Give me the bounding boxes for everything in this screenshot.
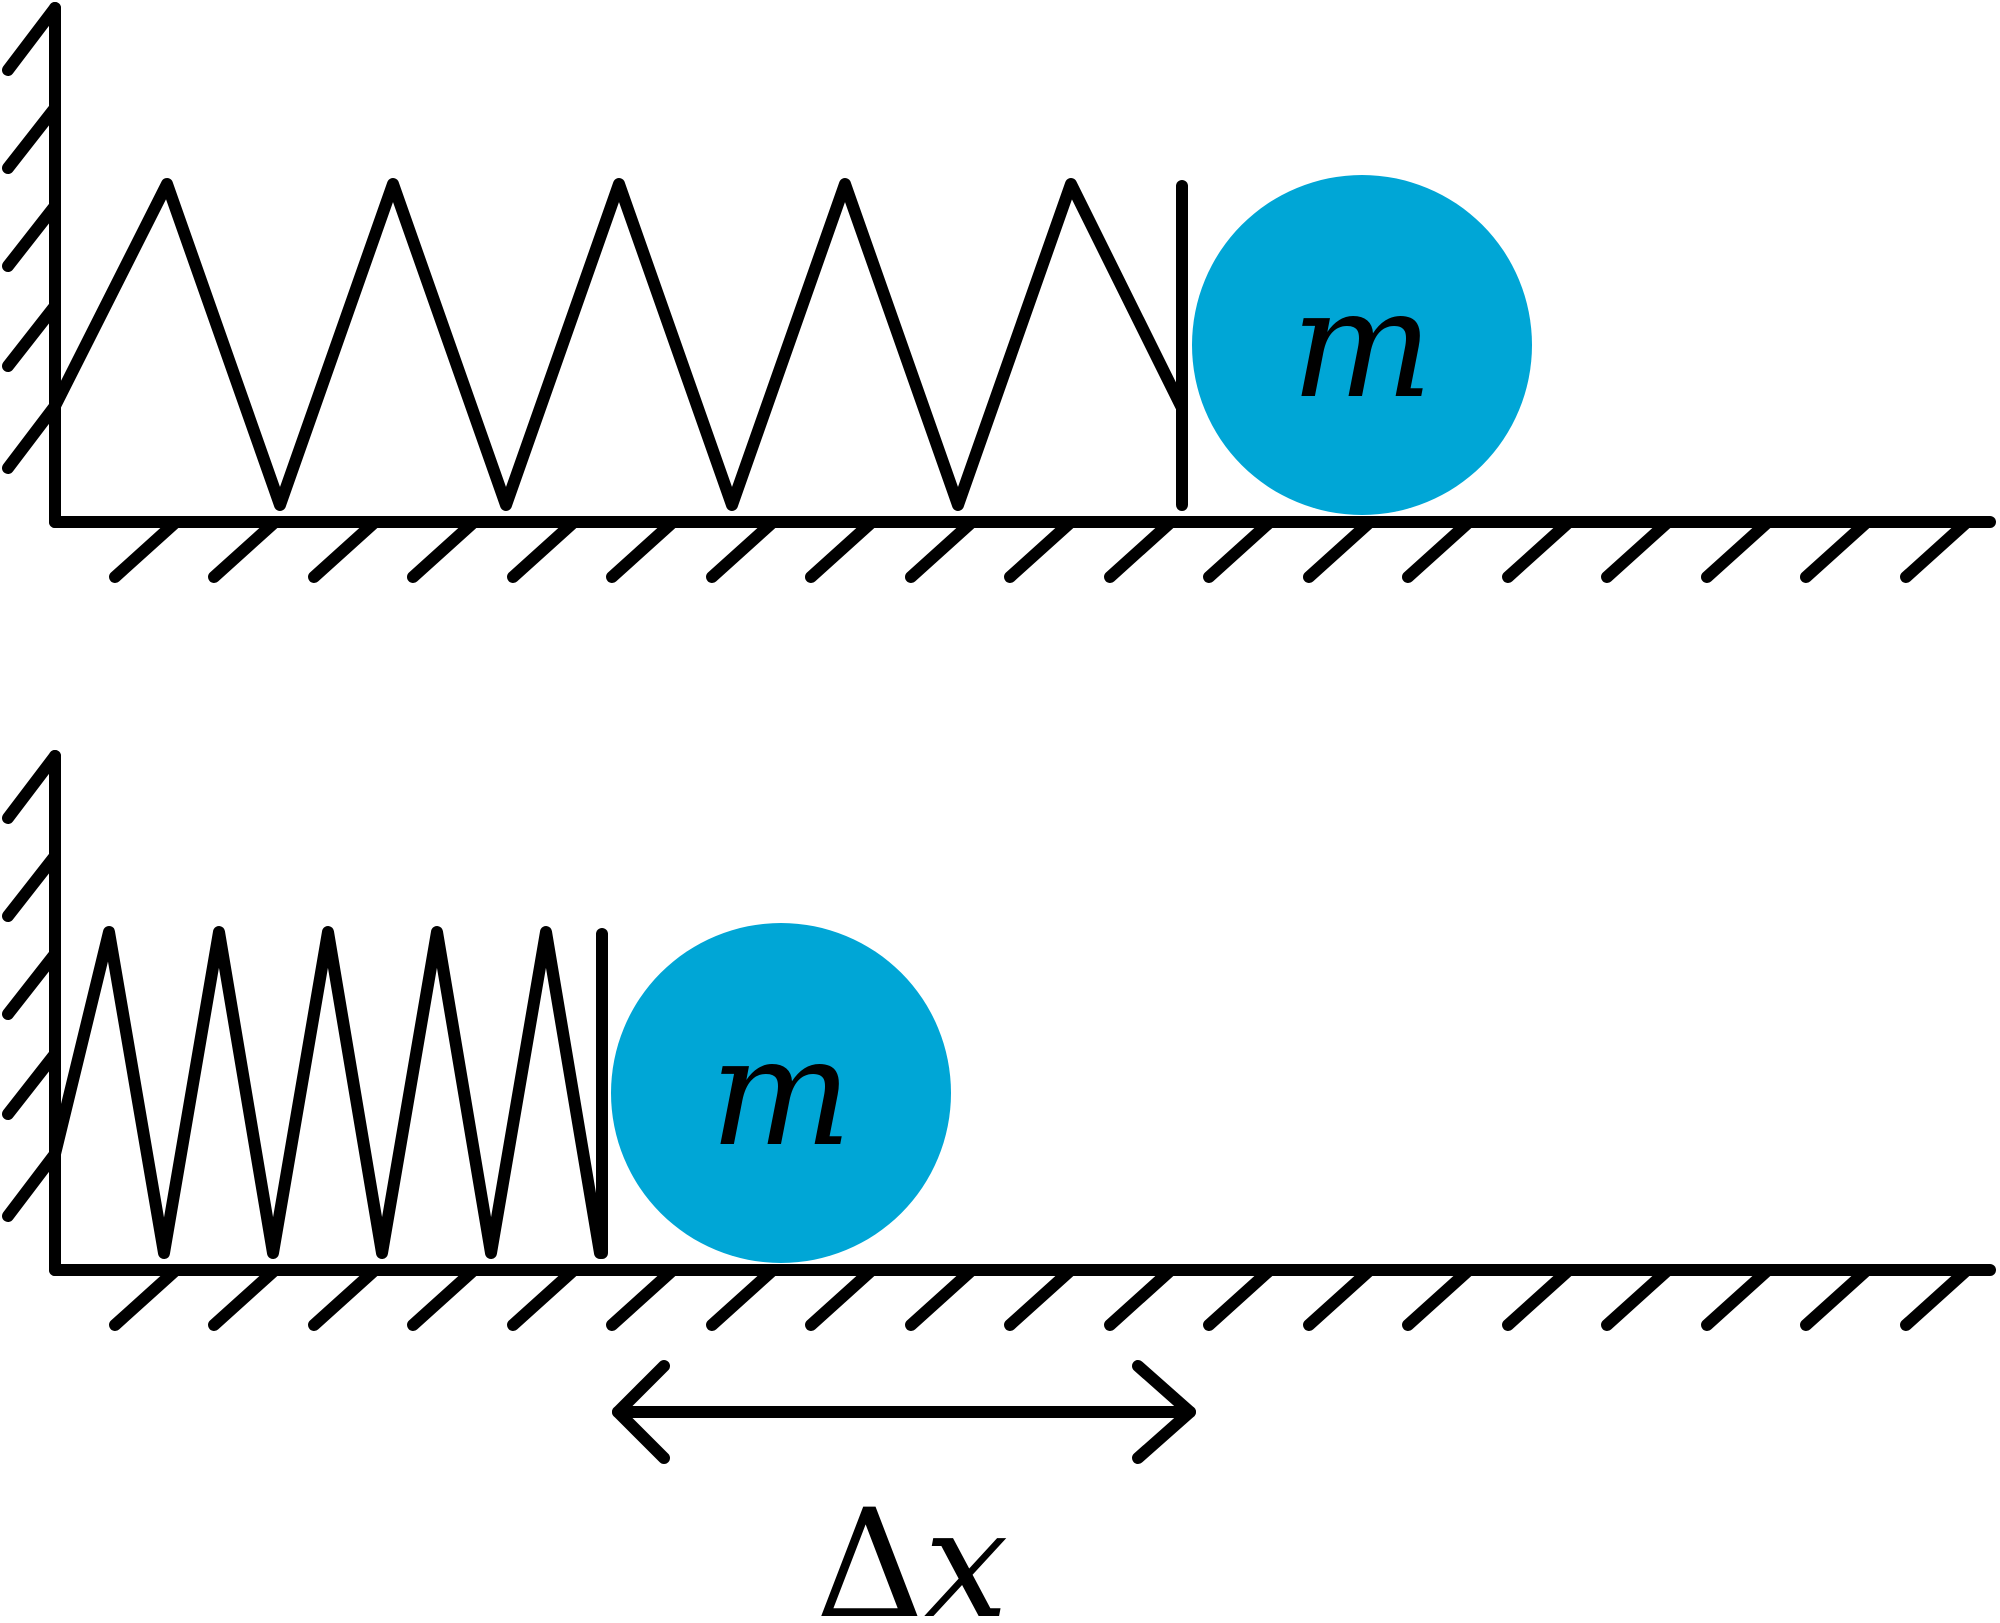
delta-symbol: Δ — [816, 1478, 924, 1623]
bottom-wall-hatch — [2, 750, 61, 1222]
top-mass: m — [1192, 175, 1532, 515]
bottom-mass-label: m — [710, 1006, 852, 1180]
arrow-head-left — [612, 1360, 670, 1464]
top-mass-label: m — [1291, 258, 1433, 432]
bottom-floor-hatch — [109, 1264, 1973, 1331]
bottom-spring — [49, 926, 606, 1259]
bottom-mass: m — [611, 923, 951, 1263]
arrow-head-right — [1132, 1360, 1196, 1464]
top-wall-hatch — [2, 2, 61, 474]
bottom-floor — [49, 1264, 1996, 1331]
top-wall — [2, 2, 61, 528]
bottom-mass-circle — [611, 923, 951, 1263]
bottom-system: m — [2, 750, 1996, 1331]
bottom-wall — [2, 750, 61, 1276]
top-spring — [49, 178, 1187, 511]
top-system: m — [2, 2, 1996, 583]
displacement-variable: x — [924, 1478, 1009, 1623]
top-floor — [49, 516, 1996, 583]
top-floor-hatch — [109, 516, 1973, 583]
displacement-label: Δx — [816, 1478, 1009, 1623]
double-arrow-icon — [612, 1360, 1196, 1464]
top-mass-circle — [1192, 175, 1532, 515]
